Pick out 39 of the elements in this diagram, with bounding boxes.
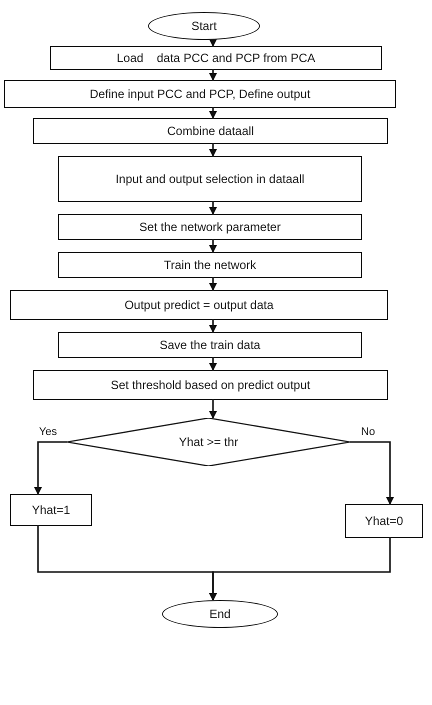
process-box: [10, 494, 92, 526]
arrow: [209, 108, 217, 119]
node-text: Train the network: [164, 258, 256, 272]
process-box: [58, 214, 362, 240]
node-text: Start: [191, 18, 217, 35]
arrow: [209, 538, 391, 601]
arrow: [209, 400, 217, 419]
node-text: Load data PCC and PCP from PCA: [116, 50, 316, 66]
arrow: [209, 320, 217, 333]
process-box: [58, 252, 362, 278]
node-text: Output predict = output data: [124, 298, 274, 312]
process-box: [58, 332, 362, 358]
arrow: [209, 144, 217, 157]
node-text: Set threshold based on predict output: [110, 378, 310, 392]
process-box: [4, 80, 396, 108]
process-box: [10, 290, 388, 320]
node-text: Yhat=1: [32, 502, 70, 518]
node-text: Yhat >= thr: [178, 434, 238, 451]
arrow: [34, 441, 67, 495]
arrow: [209, 70, 217, 81]
process-box: [33, 118, 388, 144]
node-text: Define input PCC and PCP, Define output: [90, 86, 310, 102]
process-box: [50, 46, 382, 70]
process-box: [33, 370, 388, 400]
decision-diamond: [67, 418, 350, 466]
node-text: Yhat=0: [364, 514, 404, 528]
process-box: [345, 504, 423, 538]
arrow: [209, 39, 217, 47]
arrow: [350, 441, 394, 505]
node-text: Input and output selection in dataall: [116, 172, 304, 186]
arrow: [209, 358, 217, 371]
node-text: Combine dataall: [167, 124, 254, 138]
process-box: [58, 156, 362, 202]
node-text: End: [209, 606, 231, 623]
node-text: Set the network parameter: [139, 220, 281, 234]
node-text: Save the train data: [160, 338, 260, 352]
arrow: [209, 202, 217, 215]
arrow: [209, 278, 217, 291]
arrow: [209, 240, 217, 253]
